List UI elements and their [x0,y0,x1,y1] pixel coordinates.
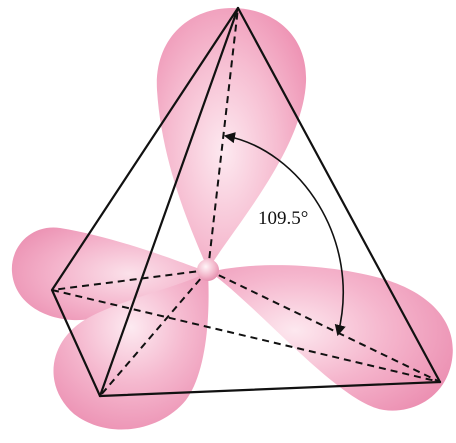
bond-angle-label: 109.5° [258,208,308,229]
central-atom [197,259,219,281]
orbital-lobe-top [157,8,306,270]
